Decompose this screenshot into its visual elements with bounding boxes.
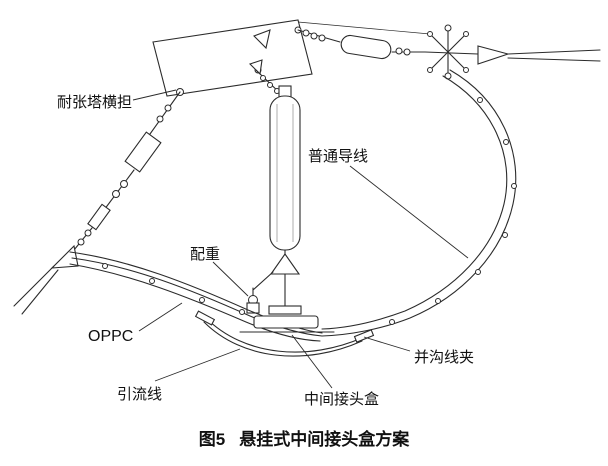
insulator-disc [403,48,411,56]
spacer [239,309,245,315]
insulator-disc [302,29,310,37]
spacer [475,269,481,275]
parallel-groove-clamp [194,310,216,326]
insulator-tube [340,34,392,60]
insulator-body [269,95,301,251]
jumper-line [203,321,363,357]
label-ordinary-conductor: 普通导线 [308,148,368,165]
insulator-disc [267,82,273,88]
parallel-groove-clamp [353,329,375,343]
joint-box-assembly [239,305,335,333]
label-mid-joint-box: 中间接头盒 [304,391,379,408]
spacer [435,298,441,304]
crossarm-plate [152,19,313,97]
spacer [199,297,205,303]
fitting-pin [463,31,469,37]
figure-caption-title: 悬挂式中间接头盒方案 [239,430,410,449]
ordinary-conductor-line [321,69,517,337]
joint-box [253,315,319,329]
jumper-line [205,317,365,353]
figure-caption-number: 图5 [198,430,226,449]
fitting-pin [427,31,433,37]
yoke-plate [253,29,271,50]
fitting-pin [463,67,469,73]
insulator-disc [260,75,266,81]
tension-crossarm-shape [152,19,313,97]
leader-crossarm [132,89,177,101]
leader-lines [132,89,469,389]
conductor-curves [69,69,517,342]
leader-counterweight [212,261,249,297]
left-tension-string [13,91,181,315]
insulator-disc [120,180,128,188]
top-right-tension-string [253,21,601,80]
callout-labels: 耐张塔横担 普通导线 配重 OPPC 并沟线夹 引流线 中间接头盒 [57,94,474,408]
conductor-tail [13,265,55,307]
counterweight-block [246,302,260,314]
label-jumper-wire: 引流线 [117,386,162,403]
insulator-disc [77,238,85,246]
string-link [149,91,181,135]
dead-end-cone [477,45,510,65]
label-oppc: OPPC [88,328,133,345]
yoke-plate [269,253,301,275]
spacer [502,232,508,238]
conductor-exit [507,57,601,62]
counterweight-link [252,271,274,291]
insulator-disc [156,115,164,123]
label-crossarm: 耐张塔横担 [57,94,132,111]
ordinary-conductor-line [321,75,508,330]
leader-oppc [138,302,183,332]
guy-line [297,21,431,35]
label-counterweight: 配重 [190,246,220,263]
fitting-pin [427,67,433,73]
fitting-pin [444,24,452,32]
insulator-disc [84,229,92,237]
label-parallel-groove-clamp: 并沟线夹 [414,349,474,366]
spacer [503,139,509,145]
insulator-disc [318,34,326,42]
spacer [389,319,395,325]
spacer [477,97,483,103]
yoke-brace [429,33,467,71]
yoke-plate [248,59,263,76]
spacer [511,183,517,189]
suspension-insulator [248,59,301,309]
string-link [103,169,135,211]
diagram-canvas: 耐张塔横担 普通导线 配重 OPPC 并沟线夹 引流线 中间接头盒 [13,19,601,408]
jumper-wire-curve [194,310,375,357]
insulator-disc [310,32,318,40]
string-link [424,51,479,55]
dead-end-cone [50,244,79,269]
conductor-exit [507,49,601,55]
insulator-block [124,131,162,173]
spacer [149,278,155,284]
joint-box-plate [268,305,302,315]
fitting-block [87,203,111,231]
oppc-conductor-line [69,263,321,342]
oppc-conductor-line [71,257,323,337]
spacer [102,263,108,269]
leader-jumper [154,348,241,382]
conductor-tail [21,269,59,315]
insulator-disc [395,47,403,55]
leader-clamp [363,336,411,352]
leader-ordinary-conductor [349,165,469,259]
figure-caption: 图5 悬挂式中间接头盒方案 [0,425,608,450]
insulator-disc [164,104,172,112]
leader-joint-box [291,334,333,389]
insulator-disc [112,190,120,198]
counterweight-assembly [246,287,260,314]
